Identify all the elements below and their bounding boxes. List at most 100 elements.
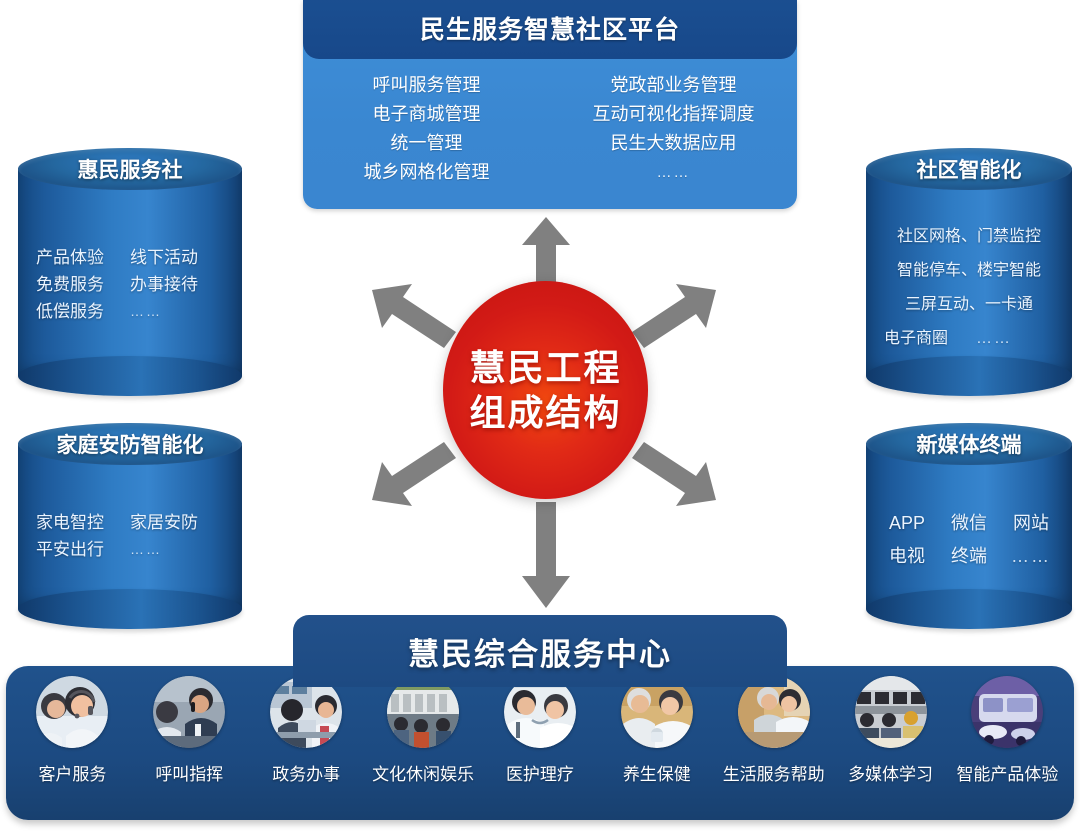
cylinder-cell: 微信 [951,513,987,533]
arrow-up-right [632,284,716,348]
cylinder-bottom [18,589,242,629]
service-item-culture-leisure[interactable]: 文化休闲娱乐 [367,676,479,785]
cylinder-home-security: 家庭安防智能化 家电智控 家居安防 平安出行 …… [18,423,242,629]
service-item-life-service-help[interactable]: 生活服务帮助 [718,676,830,785]
cylinder-top [18,423,242,465]
arrow-down-right [632,442,716,506]
arrow-up-left [372,284,456,348]
service-item-smart-product-experience[interactable]: 智能产品体验 [951,676,1063,785]
service-item-call-dispatch[interactable]: 呼叫指挥 [133,676,245,785]
platform-header: 民生服务智慧社区平台 [303,0,797,59]
platform-item: 民生大数据应用 [610,133,737,153]
core-line-1: 慧民工程 [469,347,622,388]
cylinder-row: 产品体验 线下活动 [36,244,224,271]
cylinder-cell: 家电智控 [36,513,104,532]
cylinder-row: 低偿服务 …… [36,298,224,325]
culture-leisure-photo [387,676,460,748]
cylinder-top [18,148,242,190]
cylinder-row: 家电智控 家居安防 [36,509,224,536]
platform-item: 互动可视化指挥调度 [592,104,755,124]
core-line-2: 组成结构 [469,392,622,433]
cylinder-cell: 三屏互动、一卡通 [904,296,1033,313]
dispatch-officer-photo [153,676,226,748]
cylinder-title: 社区智能化 [916,159,1022,182]
cylinder-row: 平安出行 …… [36,536,224,563]
cylinder-content: 产品体验 线下活动 免费服务 办事接待 低偿服务 …… [18,244,242,325]
cylinder-row: 电视 终端 …… [876,540,1062,573]
service-label: 智能产品体验 [956,765,1059,784]
cylinder-body [18,443,242,609]
service-item-medical-care[interactable]: 医护理疗 [484,676,596,785]
platform-left-column: 呼叫服务管理 电子商城管理 统一管理 城乡网格化管理 [303,63,550,209]
cylinder-top [866,423,1072,465]
cylinder-body [866,168,1072,376]
cylinder-cell: 线下活动 [130,248,198,267]
banner-body: 客户服务 [6,666,1074,820]
service-item-multimedia-learning[interactable]: 多媒体学习 [835,676,947,785]
arrow-down-left [372,442,456,506]
cylinder-cell: 产品体验 [36,248,104,267]
cylinder-title: 惠民服务社 [77,159,183,182]
cylinder-cell: 电子商圈 [884,330,949,347]
platform-item: 电子商城管理 [372,104,481,124]
cylinder-cell: 平安出行 [36,540,104,559]
platform-item: 城乡网格化管理 [363,162,490,182]
cylinder-content: 社区网格、门禁监控 智能停车、楼宇智能 三屏互动、一卡通 电子商圈 …… [866,220,1072,356]
cylinder-cell: 智能停车、楼宇智能 [896,262,1041,279]
platform-panel: 民生服务智慧社区平台 呼叫服务管理 电子商城管理 统一管理 城乡网格化管理 党政… [303,0,797,209]
cylinder-top [866,148,1072,190]
smart-product-photo [971,676,1044,748]
cylinder-content: APP 微信 网站 电视 终端 …… [866,507,1072,573]
headset-operator-photo [36,676,109,748]
cylinder-cell: 终端 [951,546,987,566]
cylinder-bottom [866,589,1072,629]
service-label: 呼叫指挥 [155,765,224,784]
service-label: 文化休闲娱乐 [372,765,475,784]
cylinder-bottom [866,356,1072,396]
cylinder-body [18,168,242,376]
classroom-learning-photo [854,676,927,748]
service-item-health-wellness[interactable]: 养生保健 [601,676,713,785]
platform-columns: 呼叫服务管理 电子商城管理 统一管理 城乡网格化管理 党政部业务管理 互动可视化… [303,63,797,209]
service-label: 政务办事 [272,765,341,784]
service-label: 客户服务 [38,765,107,784]
cylinder-cell-ellipsis: …… [1011,546,1051,566]
service-label: 多媒体学习 [848,765,934,784]
service-list: 客户服务 [6,676,1074,816]
cylinder-cell: 社区网格、门禁监控 [896,228,1041,245]
arrow-down [522,502,570,608]
service-label: 医护理疗 [505,765,574,784]
platform-item-ellipsis: …… [656,164,691,181]
cylinder-row: APP 微信 网站 [876,507,1062,540]
platform-item: 党政部业务管理 [610,75,737,95]
cylinder-cell: APP [888,513,926,533]
cylinder-row: 免费服务 办事接待 [36,271,224,298]
cylinder-bottom [18,356,242,396]
platform-title: 民生服务智慧社区平台 [419,15,680,44]
cylinder-new-media-terminal: 新媒体终端 APP 微信 网站 电视 终端 …… [866,423,1072,629]
core-circle: 慧民工程 组成结构 [443,281,648,499]
cylinder-cell: 家居安防 [130,513,198,532]
cylinder-cell-ellipsis: …… [130,303,162,319]
cylinder-cell: 网站 [1013,513,1049,533]
cylinder-content: 家电智控 家居安防 平安出行 …… [18,509,242,563]
cylinder-cell-ellipsis: …… [130,541,162,557]
cylinder-huimin-service: 惠民服务社 产品体验 线下活动 免费服务 办事接待 低偿服务 …… [18,148,242,396]
platform-right-column: 党政部业务管理 互动可视化指挥调度 民生大数据应用 …… [550,63,797,209]
service-item-government-affairs[interactable]: 政务办事 [250,676,362,785]
cylinder-row: 智能停车、楼宇智能 [897,254,1041,288]
service-item-customer-service[interactable]: 客户服务 [16,676,128,785]
cylinder-row: 三屏互动、一卡通 [905,288,1033,322]
platform-item: 统一管理 [390,133,463,153]
cylinder-cell: 办事接待 [130,275,198,294]
cylinder-cell: 电视 [889,546,925,566]
cylinder-row: 电子商圈 …… [884,322,1054,356]
cylinder-cell: 免费服务 [36,275,104,294]
cylinder-body [866,443,1072,609]
cylinder-cell: 低偿服务 [36,302,104,321]
service-label: 生活服务帮助 [722,765,825,784]
home-help-photo [737,676,810,748]
banner-title-plate: 慧民综合服务中心 [293,615,787,687]
cylinder-community-intelligence: 社区智能化 社区网格、门禁监控 智能停车、楼宇智能 三屏互动、一卡通 电子商圈 … [866,148,1072,396]
